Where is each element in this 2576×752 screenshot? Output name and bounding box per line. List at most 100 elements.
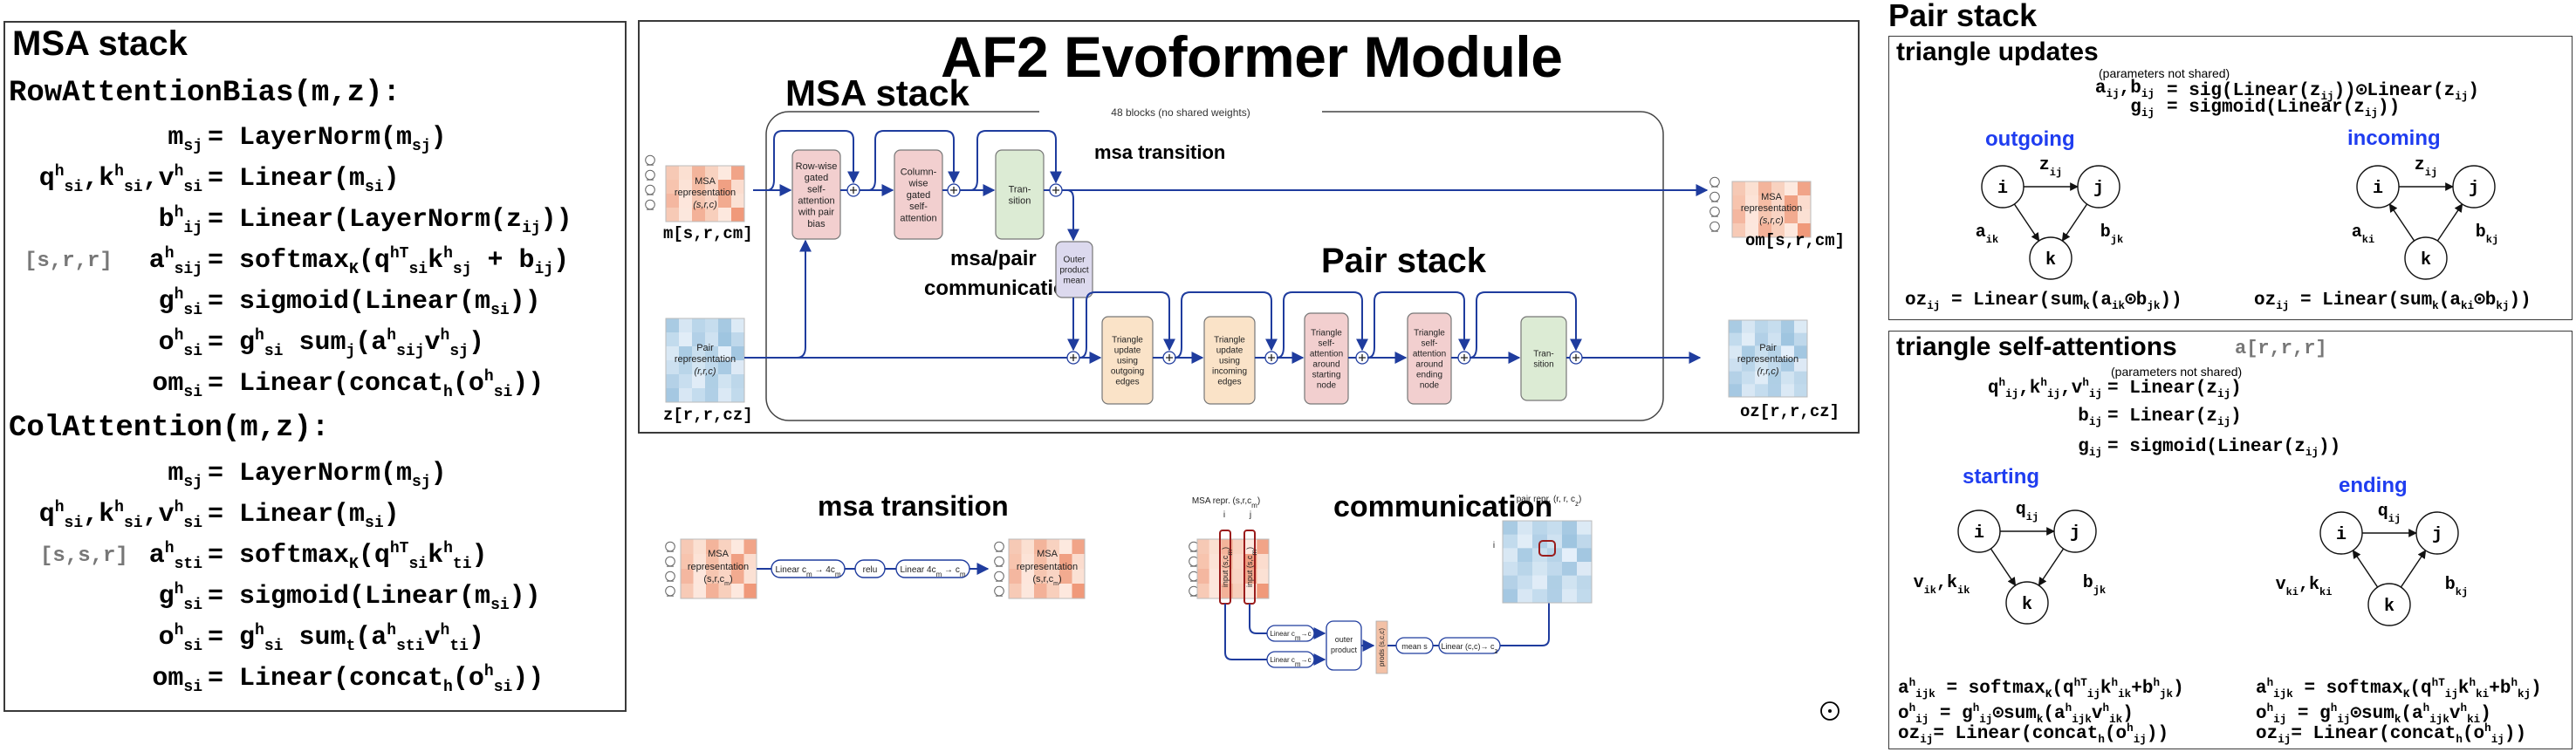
matrix-cell xyxy=(1742,332,1756,346)
to-pair-arrow xyxy=(1500,583,1555,646)
block-label-line: self- xyxy=(1422,339,1438,349)
matrix-cell xyxy=(1059,539,1072,555)
edge-right-label: bkj xyxy=(2476,222,2498,246)
column-i-label: i xyxy=(1223,510,1225,520)
matrix-cell xyxy=(1781,359,1795,373)
matrix-cell xyxy=(1503,575,1518,590)
msa-rep-label: representation xyxy=(1017,562,1078,572)
pair-rep-label: Pair xyxy=(1759,343,1777,353)
matrix-cell xyxy=(693,554,707,570)
evoformer-flow-diagram: 48 blocks (no shared weights)MSArepresen… xyxy=(645,105,1812,421)
matrix-cell xyxy=(1209,554,1222,570)
residual-skip-arrow xyxy=(766,130,860,191)
matrix-cell xyxy=(1755,371,1769,385)
matrix-cell xyxy=(731,374,745,389)
attention-output-equation: ahijk = softmaxK(qhTijkhki+bhkj) xyxy=(2256,677,2542,701)
matrix-cell xyxy=(681,554,694,570)
msa-rep-label: MSA xyxy=(708,549,730,559)
msa-rep-label: (s,r,c) xyxy=(693,200,717,210)
matrix-cell xyxy=(1562,589,1578,604)
communication-msa-rep xyxy=(1196,538,1270,599)
matrix-cell xyxy=(1577,589,1593,604)
matrix-cell xyxy=(1768,384,1782,398)
matrix-cell xyxy=(1046,569,1060,585)
matrix-cell xyxy=(666,374,680,389)
matrix-cell xyxy=(1518,562,1533,577)
tu-eq2-rhs: = sigmoid(Linear(zij)) xyxy=(2167,98,2401,120)
equation-rhs: = LayerNorm(msj) xyxy=(208,459,447,491)
matrix-cell xyxy=(679,166,693,181)
shape-annotation: [s,s,r] xyxy=(40,544,128,568)
matrix-cell xyxy=(731,194,745,209)
node-label-j: j xyxy=(2093,179,2104,199)
msa-rep-label: MSA xyxy=(695,176,716,187)
pair-representation-input xyxy=(665,318,745,403)
matrix-cell xyxy=(718,539,732,555)
matrix-cell xyxy=(1794,345,1808,359)
matrix-cell xyxy=(1742,384,1756,398)
matrix-cell xyxy=(1072,584,1086,599)
matrix-cell xyxy=(1771,209,1785,224)
msa-rep-label: representation xyxy=(675,188,736,198)
matrix-cell xyxy=(693,539,707,555)
attention-output-equation: ohij = ghij⊙sumk(ahijkvhik) xyxy=(1898,702,2134,727)
block-label-line: Triangle xyxy=(1112,336,1143,345)
column-j-label: j xyxy=(1249,510,1251,520)
matrix-cell xyxy=(1046,539,1060,555)
matrix-cell xyxy=(705,360,719,375)
pair-repr-label: pair repr. (r, r, cz) xyxy=(1517,495,1582,508)
matrix-cell xyxy=(681,569,694,585)
edge-ki xyxy=(2388,203,2415,242)
matrix-cell xyxy=(731,569,744,585)
matrix-cell xyxy=(666,208,680,222)
block-label-line: attention xyxy=(1310,350,1343,359)
matrix-cell xyxy=(1768,371,1782,385)
matrix-cell xyxy=(1768,359,1782,373)
matrix-cell xyxy=(1233,569,1246,585)
block-label-line: using xyxy=(1117,357,1138,366)
residual-add-icon xyxy=(1569,351,1583,365)
block-label-line: mean xyxy=(1063,277,1085,286)
residual-skip-arrow xyxy=(969,130,1062,191)
edge-kj xyxy=(2436,203,2463,242)
matrix-cell xyxy=(1518,575,1533,590)
matrix-cell xyxy=(1742,359,1756,373)
matrix-cell xyxy=(1745,181,1759,196)
block-label-line: bias xyxy=(807,219,826,229)
block-label-line: edges xyxy=(1217,378,1241,387)
matrix-cell xyxy=(1503,521,1518,536)
matrix-cell xyxy=(1503,534,1518,549)
msa-transition-input-rep xyxy=(680,538,757,599)
matrix-cell xyxy=(1197,554,1210,570)
attention-output-equation: ozij= Linear(concath(ohij)) xyxy=(2256,722,2527,747)
residual-add-icon xyxy=(1049,183,1063,197)
msa-representation-input xyxy=(665,165,745,222)
attention-output-equation: ozij= Linear(concath(ohij)) xyxy=(1898,722,2169,747)
species-icons xyxy=(1709,176,1720,232)
equation-lhs: qhsi,khsi,vhsi xyxy=(38,163,202,196)
block-label-line: update xyxy=(1216,346,1243,356)
block-label-line: attention xyxy=(1413,350,1446,359)
matrix-cell xyxy=(1785,195,1798,210)
matrix-cell xyxy=(1732,195,1746,210)
matrix-cell xyxy=(1562,548,1578,563)
msa-rep-label: MSA xyxy=(1761,192,1783,202)
matrix-cell xyxy=(718,584,732,599)
matrix-cell xyxy=(1781,320,1795,334)
matrix-cell xyxy=(705,194,719,209)
matrix-cell xyxy=(1562,534,1578,549)
matrix-cell xyxy=(1768,320,1782,334)
matrix-cell xyxy=(1257,569,1270,585)
matrix-cell xyxy=(731,388,745,403)
matrix-cell xyxy=(1729,359,1743,373)
matrix-cell xyxy=(1072,554,1086,570)
block-label-line: product xyxy=(1059,266,1089,276)
matrix-cell xyxy=(706,554,719,570)
block-label-line: attention xyxy=(798,195,834,206)
matrix-cell xyxy=(718,374,732,389)
input-msa-var: m[s,r,cm] xyxy=(663,224,753,243)
matrix-cell xyxy=(1197,584,1210,599)
matrix-cell xyxy=(1758,181,1772,196)
